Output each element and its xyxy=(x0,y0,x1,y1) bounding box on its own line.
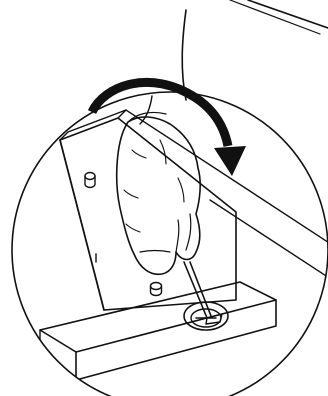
bottom-rail xyxy=(40,282,276,380)
hand-holding-allen-key-icon xyxy=(117,112,200,274)
zoom-callout-circle xyxy=(12,92,328,396)
upper-furniture-outline xyxy=(230,0,328,34)
side-panel xyxy=(60,110,236,310)
dowel-upper xyxy=(85,173,95,188)
clockwise-rotation-arrow-icon xyxy=(92,82,246,176)
zoomed-detail xyxy=(40,110,328,380)
dowel-lower xyxy=(151,283,162,296)
arm-outline xyxy=(140,10,186,124)
